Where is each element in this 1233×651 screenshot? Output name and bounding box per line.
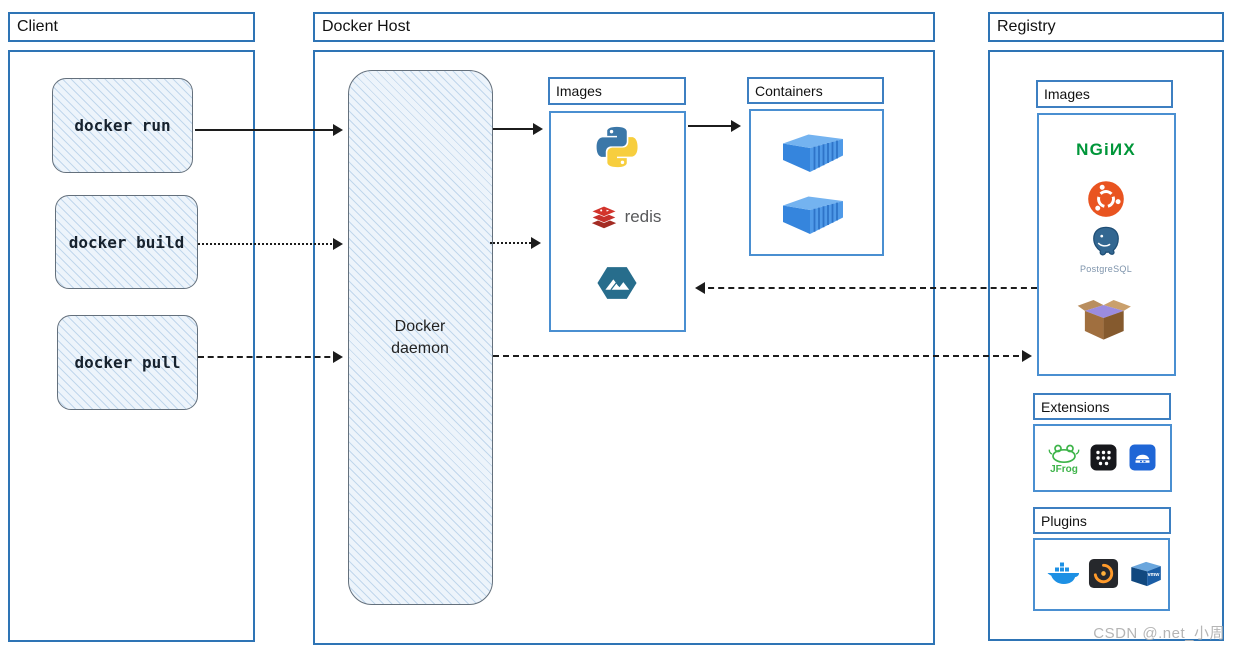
vmware-icon-svg: vmw	[1131, 561, 1161, 587]
host-images-title-box: Images	[548, 77, 686, 105]
vmware-label: vmw	[1148, 572, 1161, 578]
csdn-watermark: CSDN @.net_小周	[1093, 625, 1225, 642]
nginx-logo: NGiИX	[1060, 138, 1152, 162]
busybox-icon-svg	[1077, 300, 1131, 340]
arrow-pull-to-daemon	[198, 351, 343, 363]
extensions-title: Extensions	[1041, 398, 1110, 415]
docker-whale-icon-svg	[1047, 562, 1080, 584]
container-icon	[780, 190, 846, 236]
app-grid-icon-svg	[1090, 444, 1117, 471]
arrow-daemon-to-registry	[493, 350, 1032, 362]
extensions-title-box: Extensions	[1033, 393, 1171, 420]
docker-host-title-box: Docker Host	[313, 12, 935, 42]
storage-app-icon	[1129, 444, 1156, 471]
ubuntu-icon-svg	[1088, 181, 1124, 217]
registry-title: Registry	[997, 18, 1056, 35]
jfrog-label: JFrog	[1050, 464, 1078, 475]
plugins-title-box: Plugins	[1033, 507, 1171, 534]
redis-icon	[590, 205, 617, 229]
registry-title-box: Registry	[988, 12, 1224, 42]
alpine-icon-svg	[597, 267, 637, 299]
docker-whale-icon	[1046, 558, 1082, 590]
docker-build-label: docker build	[68, 232, 185, 252]
docker-daemon-box	[348, 70, 493, 605]
grafana-icon-svg	[1088, 558, 1119, 589]
container-icon	[780, 128, 846, 174]
jfrog-logo: JFrog	[1046, 438, 1082, 478]
containers-title-box: Containers	[747, 77, 884, 104]
arrow-daemon-to-images-dotted	[490, 237, 541, 249]
registry-images-title-box: Images	[1036, 80, 1173, 108]
arrow-run-to-daemon	[195, 124, 343, 136]
postgresql-icon	[1093, 226, 1119, 255]
container-icon-svg	[783, 134, 843, 172]
postgresql-label: PostgreSQL	[1079, 263, 1133, 274]
ubuntu-icon	[1087, 180, 1125, 218]
arrow-registry-to-images	[695, 282, 1037, 294]
host-images-title: Images	[556, 83, 602, 99]
docker-build-box: docker build	[55, 195, 198, 289]
jfrog-icon	[1048, 444, 1080, 464]
plugins-title: Plugins	[1041, 512, 1087, 529]
storage-app-icon-svg	[1129, 444, 1156, 471]
busybox-icon	[1076, 295, 1134, 341]
arrow-daemon-to-images	[493, 123, 543, 135]
python-icon	[594, 124, 640, 170]
app-grid-icon	[1090, 444, 1117, 471]
redis-logo: redis	[585, 200, 665, 234]
docker-daemon-label: Docker daemon	[391, 318, 449, 357]
postgresql-logo: PostgreSQL	[1080, 221, 1132, 275]
docker-pull-label: docker pull	[74, 353, 181, 372]
docker-host-title: Docker Host	[322, 18, 411, 35]
docker-run-box: docker run	[52, 78, 193, 173]
arrow-images-to-containers	[688, 120, 741, 132]
python-icon-svg	[596, 126, 638, 168]
docker-pull-box: docker pull	[57, 315, 198, 410]
registry-images-title: Images	[1044, 86, 1090, 102]
nginx-label: NGiИX	[1076, 140, 1136, 159]
client-title-box: Client	[8, 12, 255, 42]
redis-label: redis	[624, 207, 662, 226]
vmware-icon: vmw	[1126, 557, 1164, 590]
client-title: Client	[17, 18, 58, 35]
containers-title: Containers	[755, 82, 823, 99]
container-icon-svg	[783, 196, 843, 234]
grafana-icon	[1088, 558, 1119, 589]
arrow-build-to-daemon	[198, 238, 343, 250]
containers-panel	[749, 109, 884, 256]
docker-run-label: docker run	[74, 116, 171, 135]
alpine-icon	[595, 262, 639, 304]
